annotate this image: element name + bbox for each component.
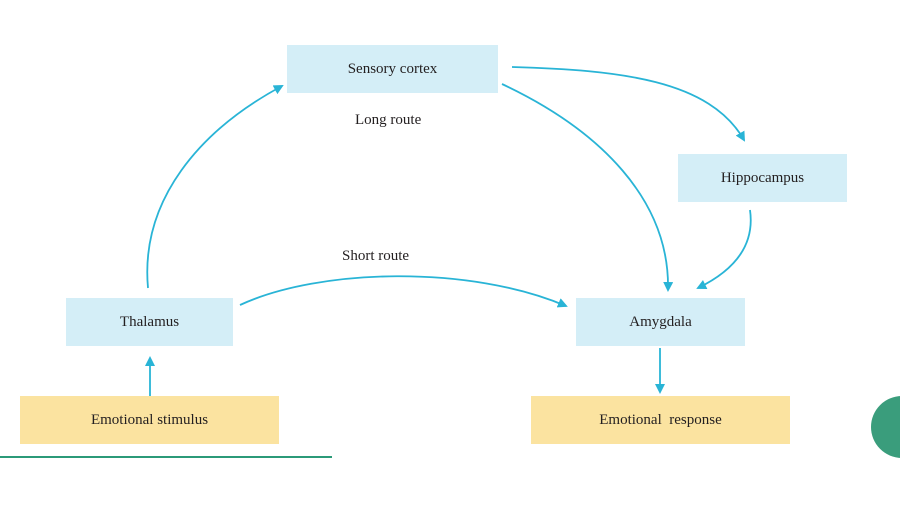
sensory-cortex-node: Sensory cortex — [287, 45, 498, 93]
arrow-sensory-cortex-to-hippocampus — [511, 66, 745, 142]
amygdala-node: Amygdala — [576, 298, 745, 346]
emotional-response-node: Emotional response — [531, 396, 790, 444]
slide-underline — [0, 456, 332, 458]
short-route-label: Short route — [342, 248, 410, 264]
emotional-stimulus-node: Emotional stimulus — [20, 396, 279, 444]
arrow-hippocampus-to-amygdala — [696, 209, 752, 289]
hippocampus-node: Hippocampus — [678, 154, 847, 202]
arrow-thalamus-to-sensory-cortex — [146, 85, 284, 289]
thalamus-node: Thalamus — [66, 298, 233, 346]
arrow-thalamus-to-amygdala — [239, 275, 568, 308]
long-route-label: Long route — [355, 112, 422, 128]
arrow-sensory-cortex-to-amygdala — [501, 83, 674, 292]
